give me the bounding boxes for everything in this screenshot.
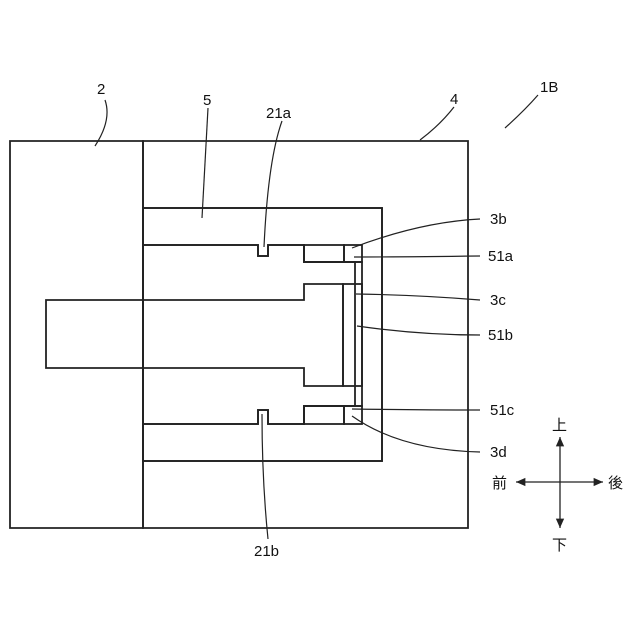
label-4: 4 <box>450 91 458 108</box>
leader-lines <box>95 95 538 539</box>
pad-3c <box>343 284 362 386</box>
label-51b: 51b <box>488 327 513 344</box>
label-3d: 3d <box>490 444 507 461</box>
t-insert <box>46 284 343 386</box>
pad-51a <box>304 245 344 262</box>
pad-51c <box>304 406 344 424</box>
direction-front-label: 前 <box>492 474 507 492</box>
label-21a: 21a <box>266 105 292 122</box>
direction-back-label: 後 <box>608 474 623 492</box>
part-4-housing <box>143 141 468 528</box>
direction-indicator: 上 下 前 後 <box>492 416 623 554</box>
label-2: 2 <box>97 81 105 98</box>
part-2-block <box>10 141 143 528</box>
label-3b: 3b <box>490 211 507 228</box>
part-2-core <box>143 245 355 424</box>
label-51a: 51a <box>488 248 514 265</box>
direction-down-label: 下 <box>552 536 567 554</box>
label-51c: 51c <box>490 402 515 419</box>
label-5: 5 <box>203 92 211 109</box>
label-1B: 1B <box>540 79 558 96</box>
direction-up-label: 上 <box>552 416 567 434</box>
label-3c: 3c <box>490 292 506 309</box>
label-21b: 21b <box>254 543 279 560</box>
